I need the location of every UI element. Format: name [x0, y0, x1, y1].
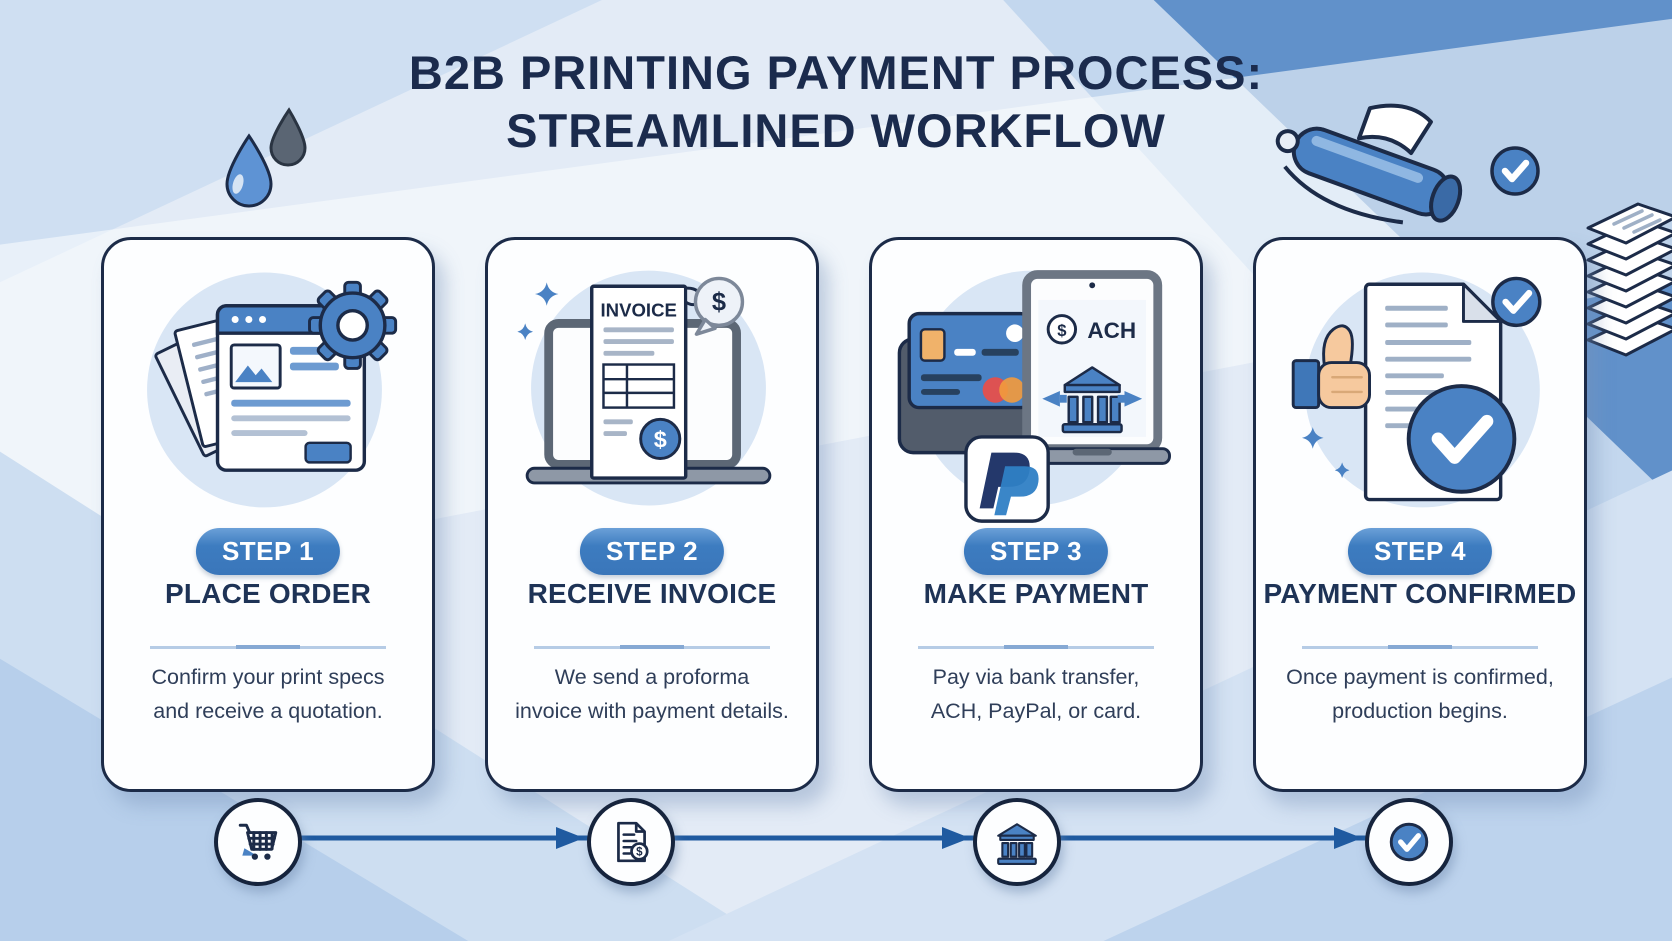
invoice-document-icon: INVOICE $ — [590, 284, 704, 480]
timeline-connector — [254, 827, 1405, 849]
paper-stack-icon — [1586, 202, 1672, 357]
step-description: Pay via bank transfer, ACH, PayPal, or c… — [930, 665, 1142, 723]
step-description: We send a proforma invoice with payment … — [515, 665, 789, 723]
step-badge: STEP 1 — [195, 528, 341, 575]
check-badge-icon — [1490, 146, 1540, 196]
invoice-illustration: INVOICE $ $ — [517, 270, 772, 506]
step-badge-label: STEP 2 — [605, 536, 699, 566]
step-card-make-payment: $ ACH — [869, 237, 1203, 792]
invoice-label: INVOICE — [601, 300, 677, 321]
step-badge-label: STEP 1 — [221, 536, 315, 566]
divider — [917, 645, 1155, 649]
step-badge-label: STEP 3 — [989, 536, 1083, 566]
dollar-icon: $ — [654, 427, 667, 453]
divider — [1301, 645, 1539, 649]
transfer-arrows-icon — [1042, 390, 1143, 407]
ach-label: ACH — [1087, 318, 1136, 343]
step-description: Confirm your print specs and receive a q… — [151, 665, 385, 723]
step-title: RECEIVE INVOICE — [527, 578, 777, 609]
timeline-bank-node — [973, 798, 1061, 886]
print-roller-icon — [1275, 103, 1463, 225]
invoice-document-icon: $ — [617, 821, 649, 863]
step-title: MAKE PAYMENT — [923, 578, 1149, 609]
svg-text:$: $ — [712, 289, 726, 317]
step-badge: STEP 4 — [1347, 528, 1493, 575]
bank-building-icon — [997, 823, 1037, 865]
step-badge: STEP 3 — [963, 528, 1109, 575]
thumbs-up-icon — [1291, 324, 1371, 410]
step-description: Once payment is confirmed, production be… — [1286, 665, 1554, 723]
step-card-receive-invoice: INVOICE $ $ — [485, 237, 819, 792]
svg-text:$: $ — [636, 847, 643, 859]
timeline-check-node — [1365, 798, 1453, 886]
divider — [533, 645, 771, 649]
laptop-ach-icon: $ ACH — [1013, 270, 1171, 465]
svg-text:$: $ — [1057, 321, 1067, 340]
gear-icon — [308, 280, 398, 370]
divider — [149, 645, 387, 649]
payment-illustration: $ ACH — [897, 270, 1171, 523]
step-title: PAYMENT CONFIRMED — [1263, 578, 1577, 609]
small-check-circle-icon — [1491, 276, 1542, 328]
order-illustration — [147, 272, 398, 508]
dollar-speech-bubble-icon: $ — [693, 276, 745, 336]
paypal-icon — [964, 435, 1050, 523]
step-card-payment-confirmed: STEP 4 PAYMENT CONFIRMED Once payment is… — [1253, 237, 1587, 792]
timeline-invoice-node: $ — [587, 798, 675, 886]
big-check-circle-icon — [1406, 384, 1517, 494]
page-title-line2: STREAMLINED WORKFLOW — [506, 104, 1166, 157]
page-title: B2B PRINTING PAYMENT PROCESS: STREAMLINE… — [0, 44, 1672, 160]
check-circle-icon — [1389, 822, 1429, 862]
page-title-line1: B2B PRINTING PAYMENT PROCESS: — [408, 46, 1264, 99]
timeline-cart-node — [214, 798, 302, 886]
sparkle-icon — [517, 282, 559, 341]
step-title: PLACE ORDER — [165, 578, 371, 609]
confirmed-illustration — [1291, 272, 1542, 508]
shopping-cart-icon — [238, 823, 278, 860]
bank-icon — [1061, 366, 1123, 434]
credit-card-icon — [897, 311, 1033, 455]
step-badge-label: STEP 4 — [1373, 536, 1467, 566]
sparkle-icon — [1301, 427, 1350, 479]
ink-drops-icon — [225, 107, 307, 208]
step-badge: STEP 2 — [579, 528, 725, 575]
step-card-place-order: STEP 1 PLACE ORDER Confirm your print sp… — [101, 237, 435, 792]
